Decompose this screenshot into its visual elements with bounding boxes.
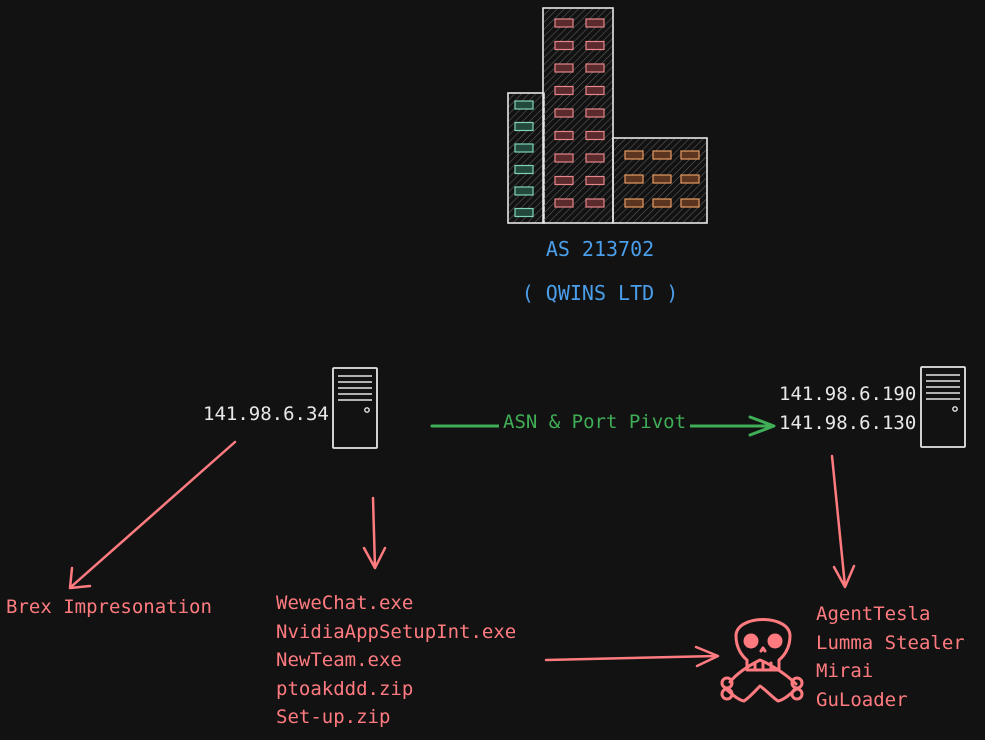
list-item: GuLoader (816, 688, 908, 711)
list-item: ptoakddd.zip (276, 677, 414, 700)
server-left-ip: 141.98.6.34 (203, 403, 329, 425)
files-arrow (371, 496, 377, 570)
files-list: WeweChat.exe NvidiaAppSetupInt.exe NewTe… (276, 589, 516, 732)
pivot-label: ASN & Port Pivot (499, 411, 691, 433)
list-item: Set-up.zip (276, 706, 391, 728)
list-item: WeweChat.exe (276, 592, 414, 614)
list-item: NewTeam.exe (276, 649, 402, 671)
impersonation-label: Brex Impresonation (6, 596, 212, 618)
server-right-ip-1: 141.98.6.190 (779, 383, 917, 405)
malware-arrow (830, 454, 847, 588)
list-item: Mirai (816, 660, 874, 682)
list-item: Lumma Stealer (816, 631, 965, 654)
impersonation-arrow (70, 440, 237, 588)
server-right-ip-2: 141.98.6.130 (779, 412, 917, 434)
malware-list: AgentTesla Lumma Stealer Mirai GuLoader (816, 600, 965, 714)
list-item: NvidiaAppSetupInt.exe (276, 620, 517, 643)
asn-name: ( QWINS LTD ) (521, 281, 679, 305)
list-item: AgentTesla (816, 603, 931, 625)
asn-number: AS 213702 (545, 237, 655, 261)
files-to-skull-arrow (544, 654, 718, 662)
